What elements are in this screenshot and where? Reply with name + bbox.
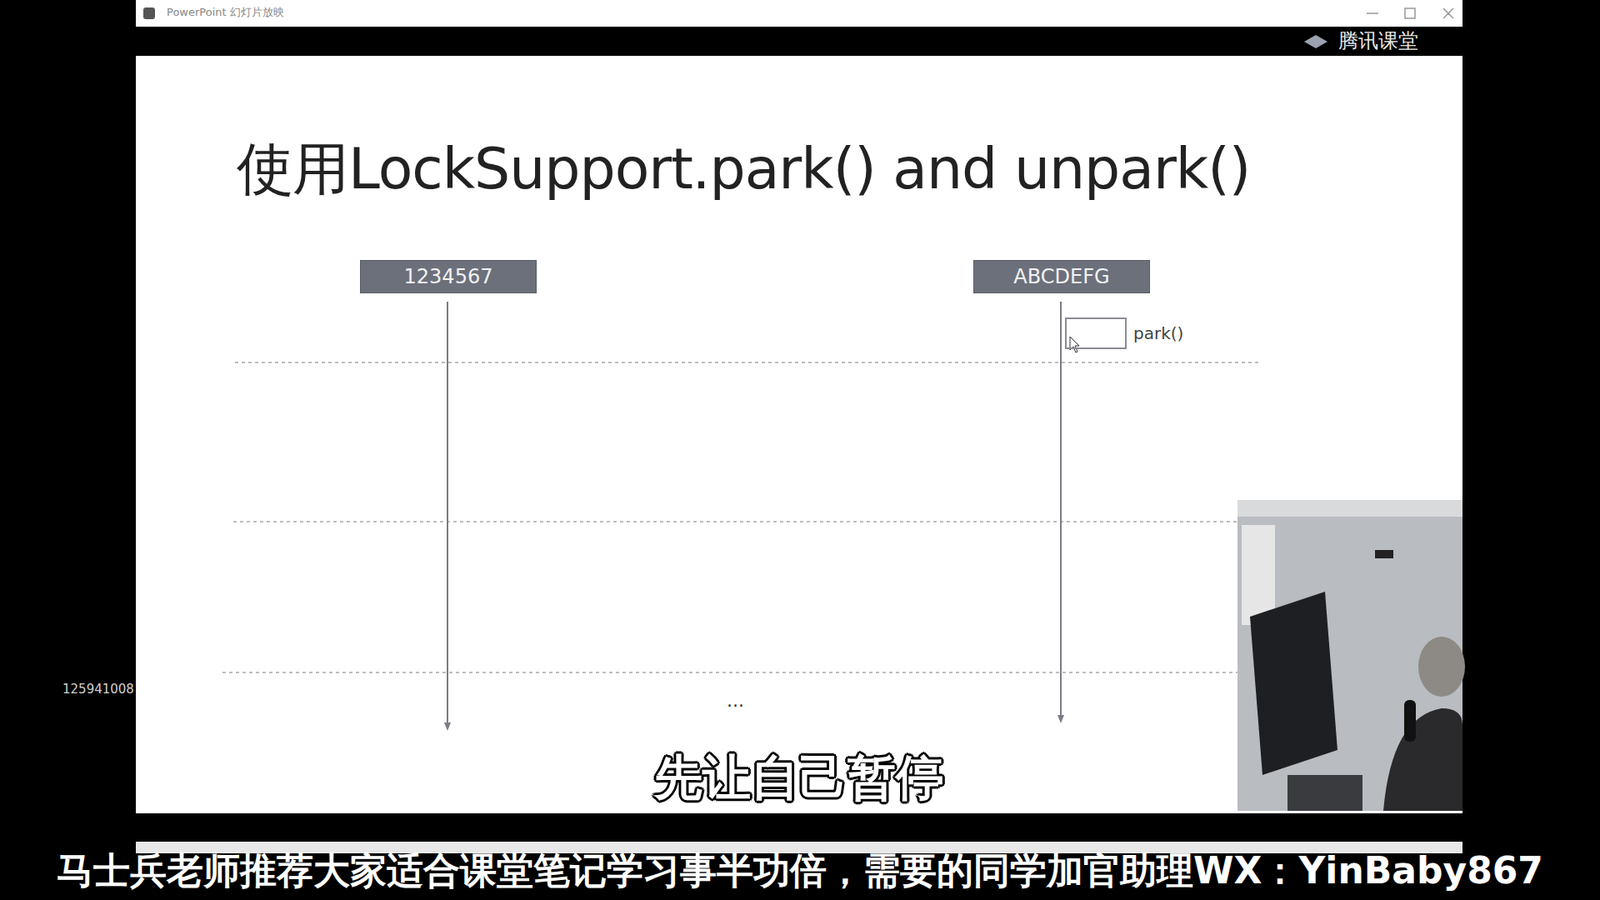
window-titlebar xyxy=(135,0,1463,27)
viewer-watermark: 125941008 xyxy=(60,682,136,697)
ellipsis: ... xyxy=(726,690,745,711)
video-subtitle: 先让自己暂停 xyxy=(654,750,945,806)
tencent-logo xyxy=(1304,35,1328,49)
window-controls xyxy=(1366,8,1454,19)
method-label: park() xyxy=(1133,323,1184,344)
dashed-separator xyxy=(233,520,1239,523)
lifeline-header: ABCDEFG xyxy=(973,260,1150,294)
app-icon xyxy=(143,7,155,20)
player-strip xyxy=(135,26,1463,56)
lifeline xyxy=(1060,301,1062,720)
webcam-person-head xyxy=(1418,636,1465,697)
platform-logo-text: 腾讯课堂 xyxy=(1338,30,1419,54)
webcam-ceiling xyxy=(1237,500,1463,517)
window-title: PowerPoint 幻灯片放映 xyxy=(166,6,285,20)
lifeline xyxy=(446,301,449,727)
slide-title: 使用LockSupport.park() and unpark() xyxy=(236,131,1600,208)
webcam-microphone xyxy=(1404,700,1416,742)
dashed-separator xyxy=(235,361,1260,364)
webcam-person-body xyxy=(1383,708,1463,811)
activation-box xyxy=(1065,317,1127,350)
webcam-monitor xyxy=(1250,591,1338,775)
lifeline-header: 1234567 xyxy=(360,260,537,294)
header-text: 1234567 xyxy=(404,265,494,289)
dashed-separator xyxy=(222,671,1239,674)
header-text: ABCDEFG xyxy=(1013,265,1110,289)
webcam-device xyxy=(1375,550,1394,559)
webcam-desk xyxy=(1287,775,1363,811)
mouse-cursor xyxy=(1070,336,1080,353)
park-box: park() xyxy=(1065,317,1184,350)
promo-banner: 马士兵老师推荐大家适合课堂笔记学习事半功倍，需要的同学加官助理WX：YinBab… xyxy=(56,850,1544,893)
